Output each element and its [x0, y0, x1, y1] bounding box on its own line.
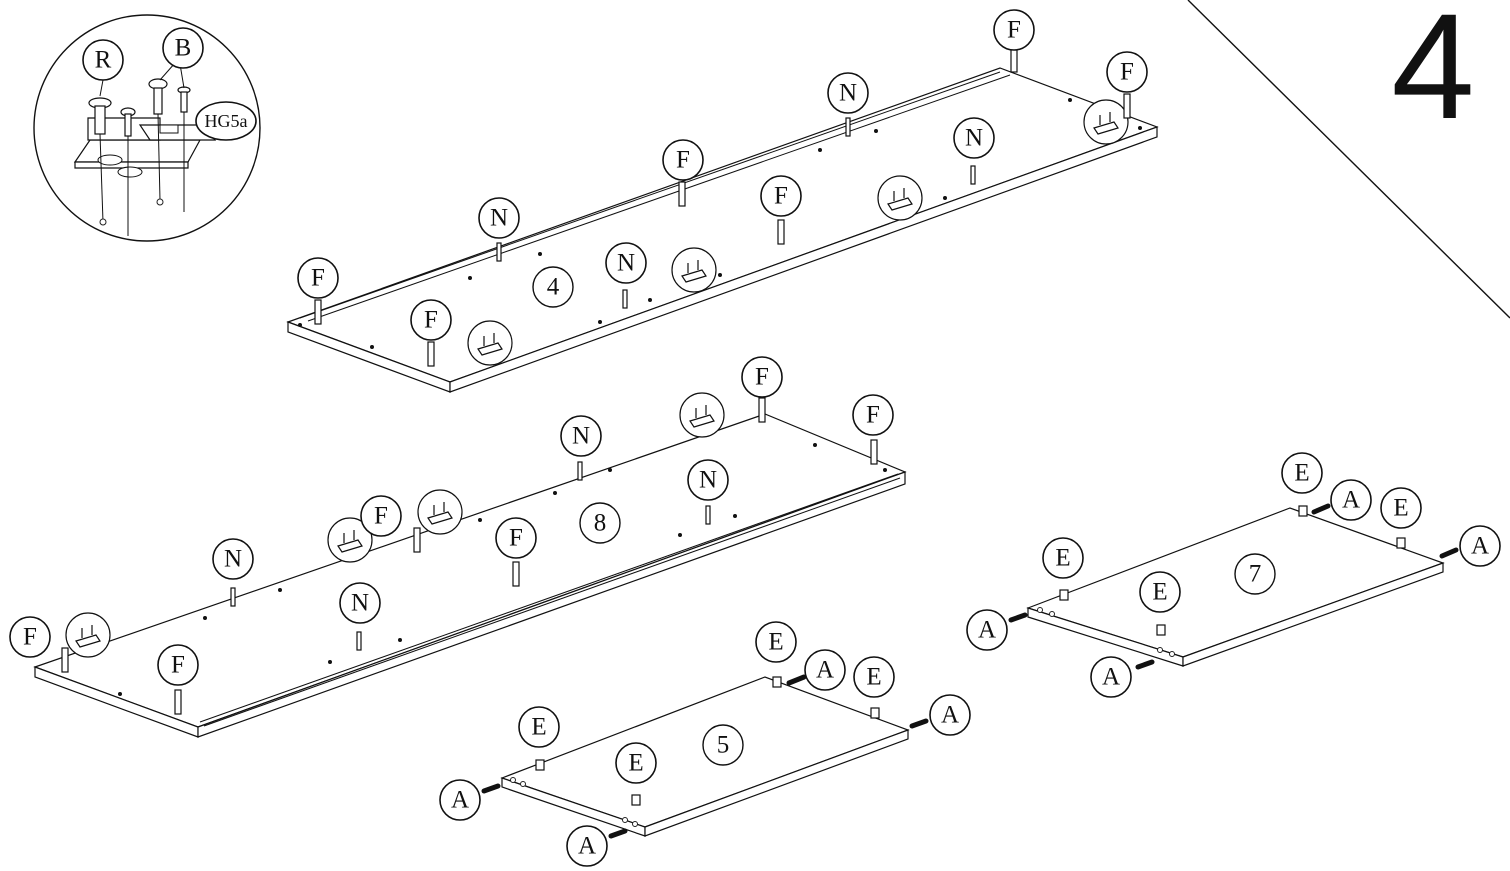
- callout-e: E: [755, 621, 797, 663]
- step-divider-line: [1187, 0, 1510, 319]
- callout-n: N: [339, 582, 381, 624]
- svg-text:E: E: [1393, 495, 1408, 522]
- callout-f: F: [760, 175, 802, 217]
- panel-number-5: 5: [702, 724, 744, 766]
- svg-text:HG5a: HG5a: [205, 111, 248, 131]
- callout-a: A: [1330, 479, 1372, 521]
- bracket-marker: [65, 99, 1129, 658]
- callout-f: F: [662, 139, 704, 181]
- svg-text:E: E: [866, 664, 881, 691]
- svg-text:F: F: [171, 652, 185, 679]
- svg-text:F: F: [23, 624, 37, 651]
- bolts-a: [481, 503, 1459, 839]
- svg-text:A: A: [578, 833, 596, 860]
- panel-number-8: 8: [579, 502, 621, 544]
- callout-a: A: [566, 825, 608, 867]
- callout-f: F: [9, 616, 51, 658]
- svg-text:A: A: [1471, 533, 1489, 560]
- svg-text:E: E: [1294, 460, 1309, 487]
- callout-a: A: [966, 609, 1008, 651]
- svg-text:N: N: [699, 467, 717, 494]
- svg-text:N: N: [224, 546, 242, 573]
- callout-e: E: [518, 706, 560, 748]
- svg-text:7: 7: [1249, 561, 1262, 588]
- svg-text:E: E: [1055, 545, 1070, 572]
- callout-e: E: [1281, 452, 1323, 494]
- panel-5-board: [500, 676, 910, 837]
- callout-n: N: [605, 242, 647, 284]
- callout-e: E: [853, 656, 895, 698]
- svg-text:E: E: [531, 714, 546, 741]
- svg-text:N: N: [617, 250, 635, 277]
- step-number: 4: [1391, 0, 1474, 150]
- svg-text:5: 5: [717, 732, 730, 759]
- callout-f: F: [993, 9, 1035, 51]
- svg-text:E: E: [768, 629, 783, 656]
- callout-a: A: [1090, 656, 1132, 698]
- callout-e: E: [1380, 487, 1422, 529]
- svg-text:F: F: [1007, 17, 1021, 44]
- panel-number-4: 4: [532, 266, 574, 308]
- svg-text:F: F: [509, 525, 523, 552]
- panel-7-board: [1026, 507, 1445, 667]
- hardware-detail-inset: R B HG5a: [33, 14, 261, 242]
- svg-text:N: N: [490, 205, 508, 232]
- callout-n: N: [953, 117, 995, 159]
- callout-f: F: [741, 356, 783, 398]
- panel-4-board: [286, 67, 1159, 393]
- svg-text:8: 8: [594, 510, 607, 537]
- callout-r: R: [82, 39, 124, 81]
- callout-a: A: [929, 694, 971, 736]
- callout-b: B: [162, 27, 204, 69]
- callout-a: A: [804, 649, 846, 691]
- svg-text:N: N: [965, 125, 983, 152]
- svg-text:A: A: [941, 702, 959, 729]
- callout-n: N: [478, 197, 520, 239]
- callout-n: N: [827, 72, 869, 114]
- svg-text:F: F: [676, 147, 690, 174]
- callout-e: E: [615, 742, 657, 784]
- callout-f: F: [1106, 51, 1148, 93]
- svg-text:A: A: [1342, 487, 1360, 514]
- svg-text:A: A: [1102, 664, 1120, 691]
- svg-text:F: F: [866, 402, 880, 429]
- callout-f: F: [297, 257, 339, 299]
- svg-text:E: E: [1152, 579, 1167, 606]
- svg-text:F: F: [755, 364, 769, 391]
- svg-text:B: B: [175, 35, 192, 62]
- svg-text:A: A: [451, 787, 469, 814]
- svg-text:N: N: [351, 590, 369, 617]
- svg-text:F: F: [1120, 59, 1134, 86]
- bracket-marker-glyphs: [75, 112, 1119, 648]
- svg-text:E: E: [628, 750, 643, 777]
- callout-f: F: [360, 495, 402, 537]
- svg-text:N: N: [572, 423, 590, 450]
- callout-a: A: [439, 779, 481, 821]
- drill-holes: [118, 98, 1142, 696]
- callout-f: F: [852, 394, 894, 436]
- panel-number-7: 7: [1234, 553, 1276, 595]
- callout-n: N: [560, 415, 602, 457]
- svg-text:F: F: [374, 503, 388, 530]
- callout-hg5a: HG5a: [195, 101, 257, 141]
- callout-a: A: [1459, 525, 1501, 567]
- callout-n: N: [212, 538, 254, 580]
- svg-text:N: N: [839, 80, 857, 107]
- callout-e: E: [1042, 537, 1084, 579]
- callout-f: F: [157, 644, 199, 686]
- svg-text:A: A: [978, 617, 996, 644]
- fittings: [61, 47, 1406, 806]
- svg-text:R: R: [95, 47, 112, 74]
- svg-text:4: 4: [547, 274, 560, 301]
- callout-f: F: [495, 517, 537, 559]
- svg-text:F: F: [311, 265, 325, 292]
- callout-f: F: [410, 299, 452, 341]
- callout-e: E: [1139, 571, 1181, 613]
- svg-text:A: A: [816, 657, 834, 684]
- svg-text:F: F: [774, 183, 788, 210]
- svg-text:F: F: [424, 307, 438, 334]
- callout-n: N: [687, 459, 729, 501]
- panel-8-board: [33, 413, 907, 738]
